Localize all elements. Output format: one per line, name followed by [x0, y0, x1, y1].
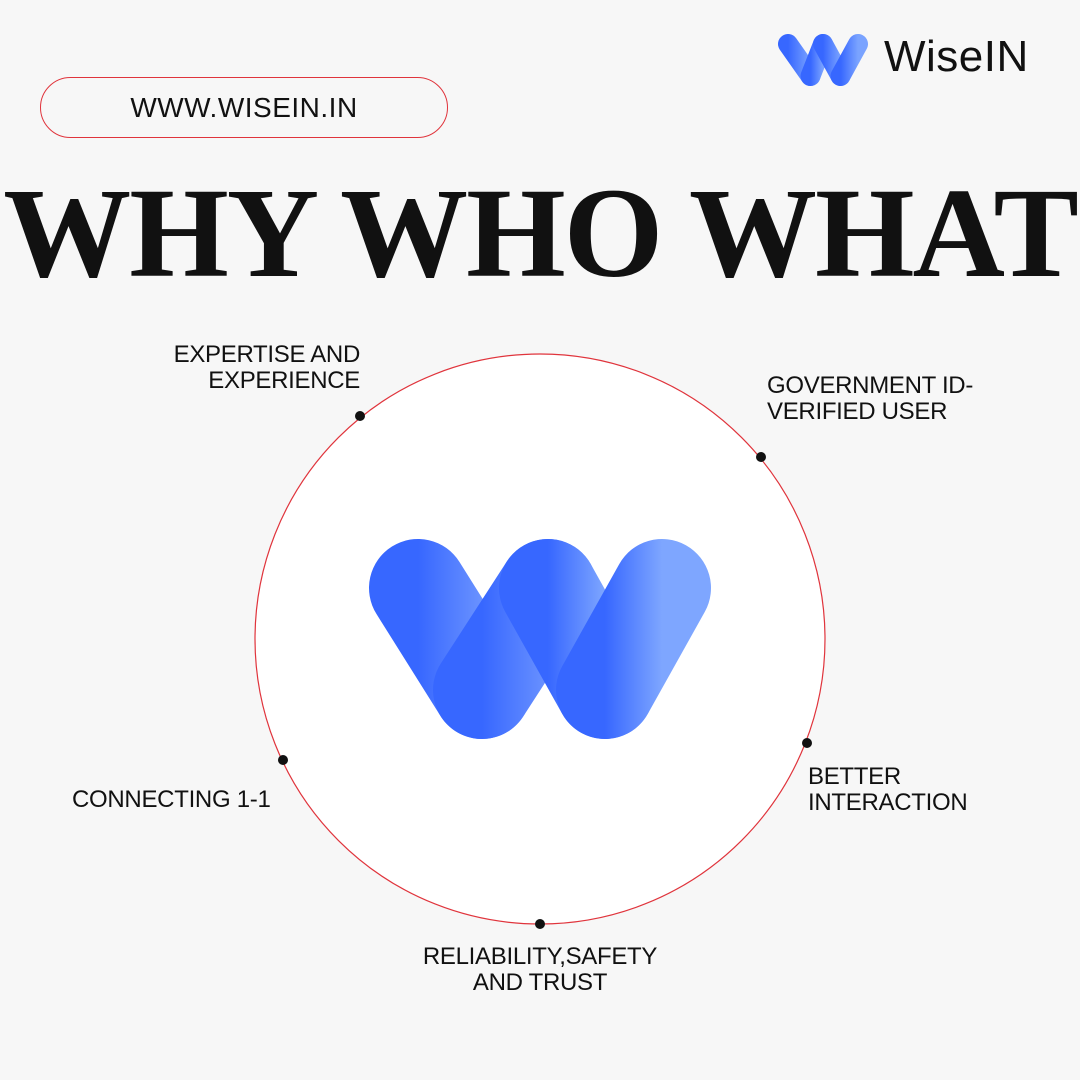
website-url-pill[interactable]: WWW.WISEIN.IN	[40, 77, 448, 138]
label-better-interaction: BETTER INTERACTION	[808, 763, 968, 816]
label-reliability-safety-trust: RELIABILITY,SAFETY AND TRUST	[422, 943, 658, 996]
point-dot-connecting	[278, 755, 288, 765]
point-dot-reliability	[535, 919, 545, 929]
website-url: WWW.WISEIN.IN	[130, 91, 358, 123]
point-dot-government	[756, 452, 766, 462]
label-expertise-and-experience: EXPERTISE AND EXPERIENCE	[173, 341, 361, 394]
point-dot-expertise	[355, 411, 365, 421]
label-government-id-verified-user: GOVERNMENT ID- VERIFIED USER	[767, 372, 974, 425]
label-connecting-1-1: CONNECTING 1-1	[72, 786, 271, 813]
headline: WHY WHO WHAT	[3, 162, 1079, 304]
wisein-w-logo-icon	[778, 34, 868, 86]
point-dot-better	[802, 738, 812, 748]
brand-logo[interactable]: WiseIN	[778, 30, 1048, 90]
brand-name: WiseIN	[884, 32, 1029, 81]
center-wisein-w-logo-icon	[369, 539, 711, 739]
